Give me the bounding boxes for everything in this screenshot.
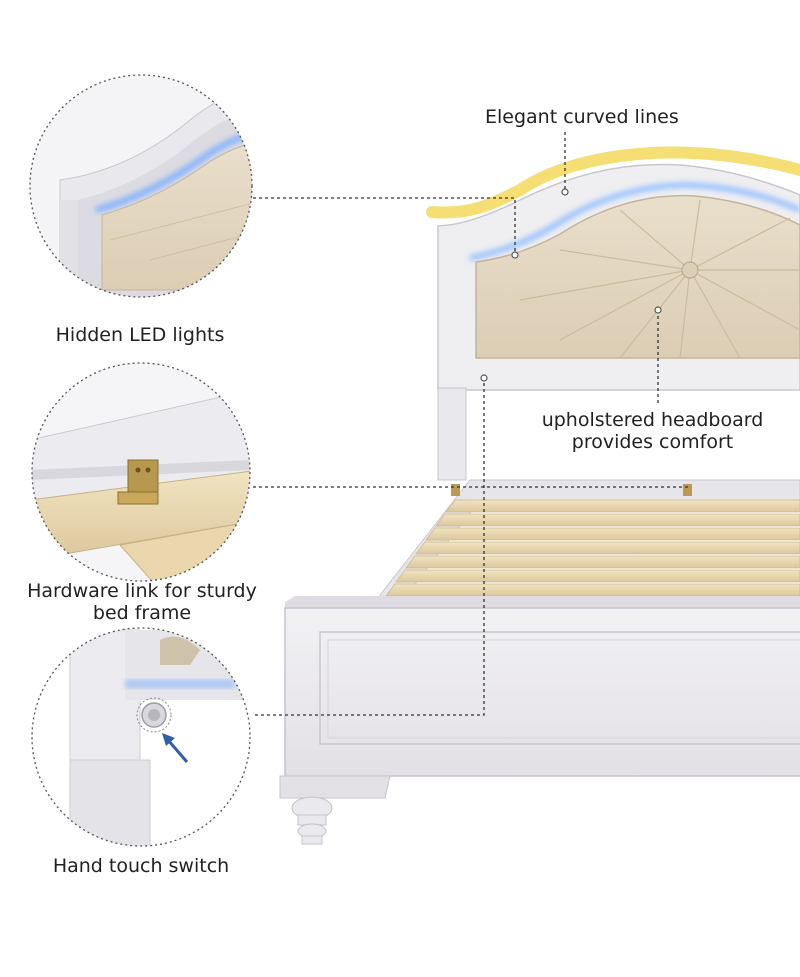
tufting-button xyxy=(681,261,699,279)
led-glow xyxy=(469,182,800,261)
footboard-inset-inner xyxy=(327,639,800,739)
footboard xyxy=(284,607,800,777)
bed-foot xyxy=(291,796,333,845)
footboard-top xyxy=(285,596,800,610)
bed-main xyxy=(279,146,800,845)
footboard-inset xyxy=(319,631,800,745)
footboard-base xyxy=(279,775,391,799)
headboard-left-leg xyxy=(437,387,467,481)
switch-pointer-arrow-icon xyxy=(162,733,189,763)
label-elegant-curved-lines: Elegant curved lines xyxy=(485,106,679,128)
bed-slats xyxy=(385,499,800,597)
detail-circle-led xyxy=(29,74,253,298)
detail-circle-switch xyxy=(31,627,251,847)
upholstered-panel xyxy=(475,194,800,359)
tufting-lines xyxy=(519,199,800,359)
label-hardware-link-line1: Hardware link for sturdy xyxy=(27,580,257,602)
hardware-bracket-left xyxy=(451,484,460,496)
label-hand-touch-switch: Hand touch switch xyxy=(52,855,230,877)
led-detail-fabric xyxy=(101,139,252,291)
label-hidden-led-lights: Hidden LED lights xyxy=(55,324,225,346)
hardware-bracket-right xyxy=(683,484,692,496)
label-hardware-link-line2: bed frame xyxy=(92,602,192,624)
hardware-bracket-detail xyxy=(117,459,159,505)
hardware-slat xyxy=(32,469,250,561)
label-upholstered-headboard-line1: upholstered headboard xyxy=(541,409,764,431)
label-hardware-link: Hardware link for sturdy bed frame xyxy=(20,580,264,624)
callout-connectors xyxy=(253,132,688,716)
connector-dots xyxy=(480,188,662,382)
label-upholstered-headboard-line2: provides comfort xyxy=(571,431,734,453)
label-upholstered-headboard: upholstered headboard provides comfort xyxy=(540,409,765,453)
curve-highlight xyxy=(426,146,800,219)
detail-circle-hardware xyxy=(31,362,251,582)
